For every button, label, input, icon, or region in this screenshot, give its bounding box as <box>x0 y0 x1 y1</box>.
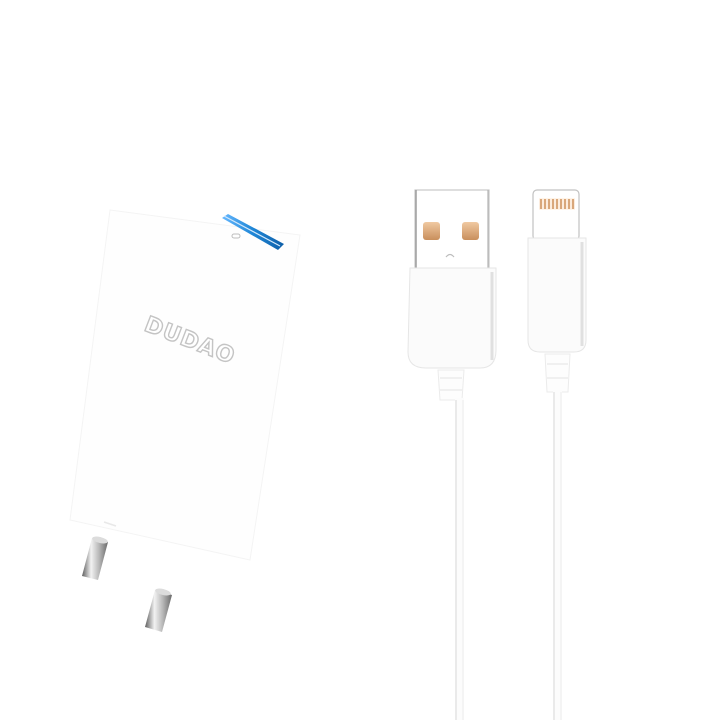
usb-port-accent <box>222 214 284 250</box>
cable <box>455 390 562 720</box>
plug-prong-left <box>82 521 117 580</box>
lightning-connector <box>527 189 587 393</box>
wall-charger: DUDAO <box>69 209 301 632</box>
indicator-light-icon <box>231 233 241 239</box>
usb-contact-left <box>423 222 440 240</box>
lightning-contacts <box>539 198 575 210</box>
usb-contact-right <box>462 222 479 240</box>
plug-prong-right <box>145 588 172 632</box>
usb-a-connector <box>407 189 497 401</box>
